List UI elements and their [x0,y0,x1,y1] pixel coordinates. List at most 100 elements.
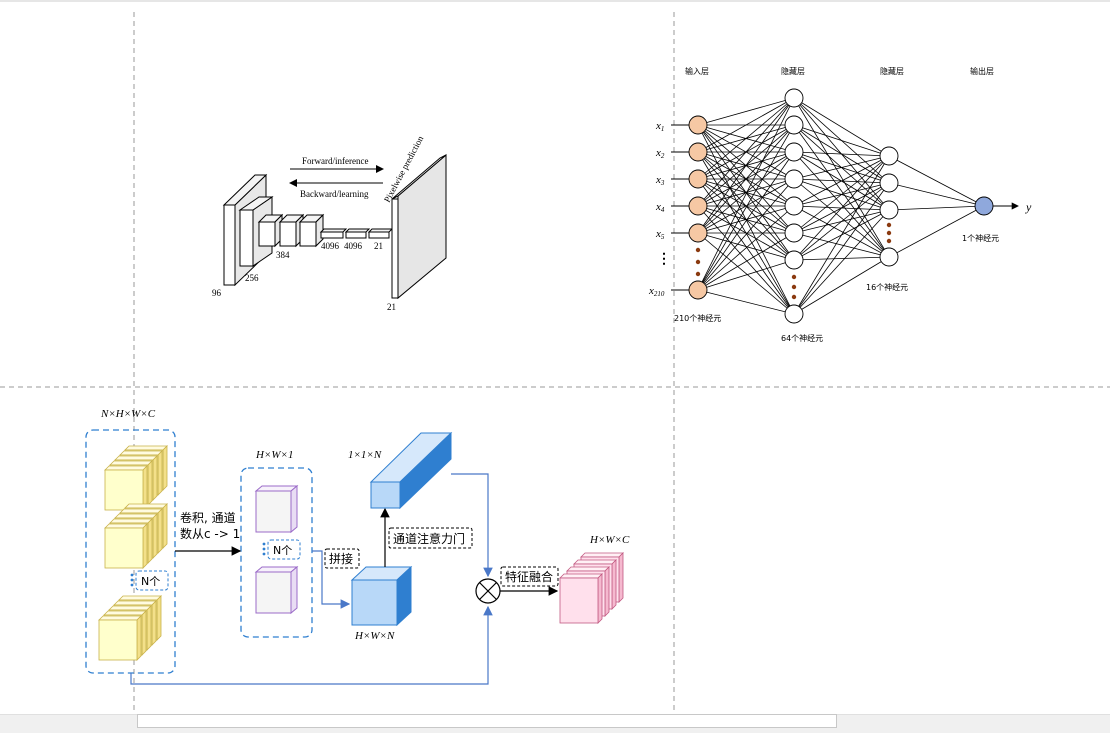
ellipsis-dot [695,247,701,253]
ellipsis-dot [791,284,797,290]
conv-label-line1: 卷积, 通道 [180,510,236,525]
n-copies-indicator-1: N个 [130,570,169,591]
mlp-edge [697,97,795,291]
input-neuron [688,196,708,216]
hidden2-neuron [879,247,899,267]
hidden2-neuron [879,173,899,193]
purple-cube-bottom [254,565,299,615]
mlp-edge [697,124,795,291]
dim-hwn: H×W×N [354,630,395,642]
mlp-edge [793,232,890,258]
mlp-edge [697,97,795,153]
attention-to-multiply-line [451,473,493,578]
mlp-edge [697,205,795,234]
hidden2-neuron [879,146,899,166]
horizontal-scrollbar[interactable] [137,714,837,728]
output-label-y: y [1025,200,1032,214]
n-copies-label-1: N个 [141,575,160,588]
yellow-feature-cube [98,615,142,661]
label-256: 256 [245,273,259,283]
label-96: 96 [212,288,222,298]
concat-label: 拼接 [329,551,353,566]
mlp-edge [697,178,795,291]
layer-title-input: 输入层 [685,66,709,76]
blue-cube-hwn [350,565,413,627]
input-vdots: ⋮ [657,252,671,267]
mlp-edge [697,97,795,180]
conv-label-line2: 数从c -> 1 [180,526,240,541]
hidden1-neuron [784,223,804,243]
pink-output-stack [559,552,624,624]
hidden1-neuron [784,196,804,216]
layer-title-hidden2: 隐藏层 [880,66,904,76]
mlp-edge [697,259,795,291]
mlp-edge [793,205,890,258]
single-map-frame [240,467,313,638]
count-output: 1个神经元 [962,233,999,243]
mlp-edge [697,178,795,234]
mlp-edge [697,97,795,207]
label-4096-a: 4096 [321,241,340,251]
input-labels: x1 x2 x3 x4 x5 x210 [648,120,665,298]
input-neuron [688,280,708,300]
mlp-edge [697,289,795,315]
forward-label: Forward/inference [302,156,368,166]
fcn-output-plane [391,153,447,300]
input-label-x4: x4 [655,201,665,214]
label-4096-b: 4096 [344,241,363,251]
input-label-x3: x3 [655,174,665,187]
mlp-edge [697,151,795,234]
input-label-x5: x5 [655,228,665,241]
yellow-feature-cube [104,465,148,511]
purple-cube-top [254,484,299,534]
mlp-edge [793,155,890,234]
mlp-edge [793,209,890,315]
mlp-edge [888,182,985,207]
input-label-x210: x210 [648,285,665,298]
fcn-diagram: Forward/inference Backward/learning Pixe… [212,134,447,312]
top-rule [0,0,1110,2]
count-hidden2: 16个神经元 [866,282,908,292]
pink-output-cube [559,573,603,624]
mlp-edge [697,205,795,291]
output-neuron [974,196,994,216]
input-label-x2: x2 [655,147,665,160]
mlp-edge [888,155,985,207]
mlp-edge [793,97,890,258]
mlp-edge [793,151,890,157]
mlp-edge [697,97,795,126]
dim-hw1: H×W×1 [255,449,293,461]
skip-connection-line [130,605,493,685]
ellipsis-dot [695,259,701,265]
n-copies-label-2: N个 [273,544,292,557]
gate-label: 通道注意力门 [393,531,465,546]
mlp-edge [793,155,890,207]
label-21-b: 21 [387,302,396,312]
mlp-edge [793,124,890,258]
ellipsis-dot [695,271,701,277]
label-384: 384 [276,250,290,260]
ellipsis-dot [791,294,797,300]
hidden1-neuron [784,142,804,162]
mlp-edge [793,256,890,315]
attention-diagram: N×H×W×C H×W×1 1×1×N H×W×N H×W×C N个 [85,408,630,685]
mlp-edge [793,97,890,157]
fusion-label: 特征融合 [505,569,553,584]
mlp-edge [697,232,795,291]
input-neuron [688,115,708,135]
count-hidden1: 64个神经元 [781,333,823,343]
multiply-node [475,578,501,604]
mlp-nodes [688,88,994,324]
mlp-edge [888,205,985,211]
mlp-edge [793,155,890,315]
mlp-edge [793,155,890,261]
count-input: 210个神经元 [674,313,721,323]
mlp-edge [697,97,795,234]
n-copies-indicator-2: N个 [262,539,301,560]
dim-11n: 1×1×N [348,449,382,461]
hidden1-neuron [784,115,804,135]
mlp-edge [697,205,795,315]
ellipsis-dot [886,238,892,244]
mlp-edge [793,182,890,315]
